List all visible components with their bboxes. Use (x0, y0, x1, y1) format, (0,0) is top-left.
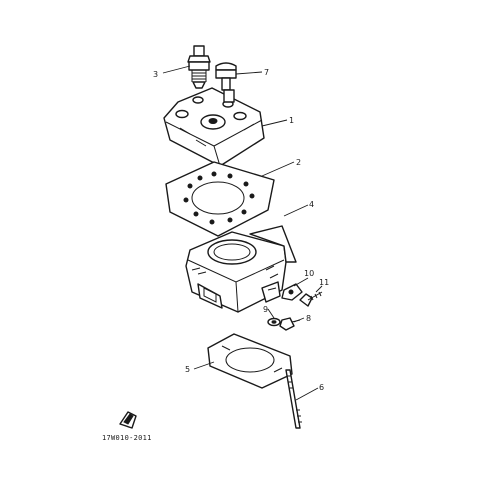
callout-7: 7 (264, 68, 269, 77)
spark-plug[interactable] (187, 45, 211, 89)
cylinder-head[interactable] (163, 87, 265, 167)
callout-5: 5 (185, 365, 190, 374)
head-nut-cap[interactable] (215, 62, 237, 91)
clamp-bracket[interactable] (281, 283, 303, 301)
washer[interactable] (267, 317, 281, 327)
callout-4: 4 (309, 200, 314, 209)
drawing-code: 17W010-2011 (102, 434, 152, 442)
callout-10: 10 (304, 269, 314, 278)
leader-lines (162, 65, 323, 401)
cylinder[interactable] (185, 225, 297, 313)
callout-1: 1 (289, 116, 294, 125)
callout-11: 11 (319, 278, 329, 287)
callout-9: 9 (263, 305, 268, 314)
engine-reference-icon (119, 411, 137, 429)
callout-6: 6 (319, 383, 324, 392)
head-gasket[interactable] (165, 161, 275, 237)
callout-2: 2 (296, 158, 301, 167)
stud-bolt[interactable] (285, 369, 302, 429)
callout-8: 8 (306, 314, 311, 323)
bracket-bolt[interactable] (299, 291, 323, 307)
base-gasket[interactable] (207, 333, 293, 389)
callout-3: 3 (153, 70, 158, 79)
drain-bolt[interactable] (279, 317, 301, 331)
